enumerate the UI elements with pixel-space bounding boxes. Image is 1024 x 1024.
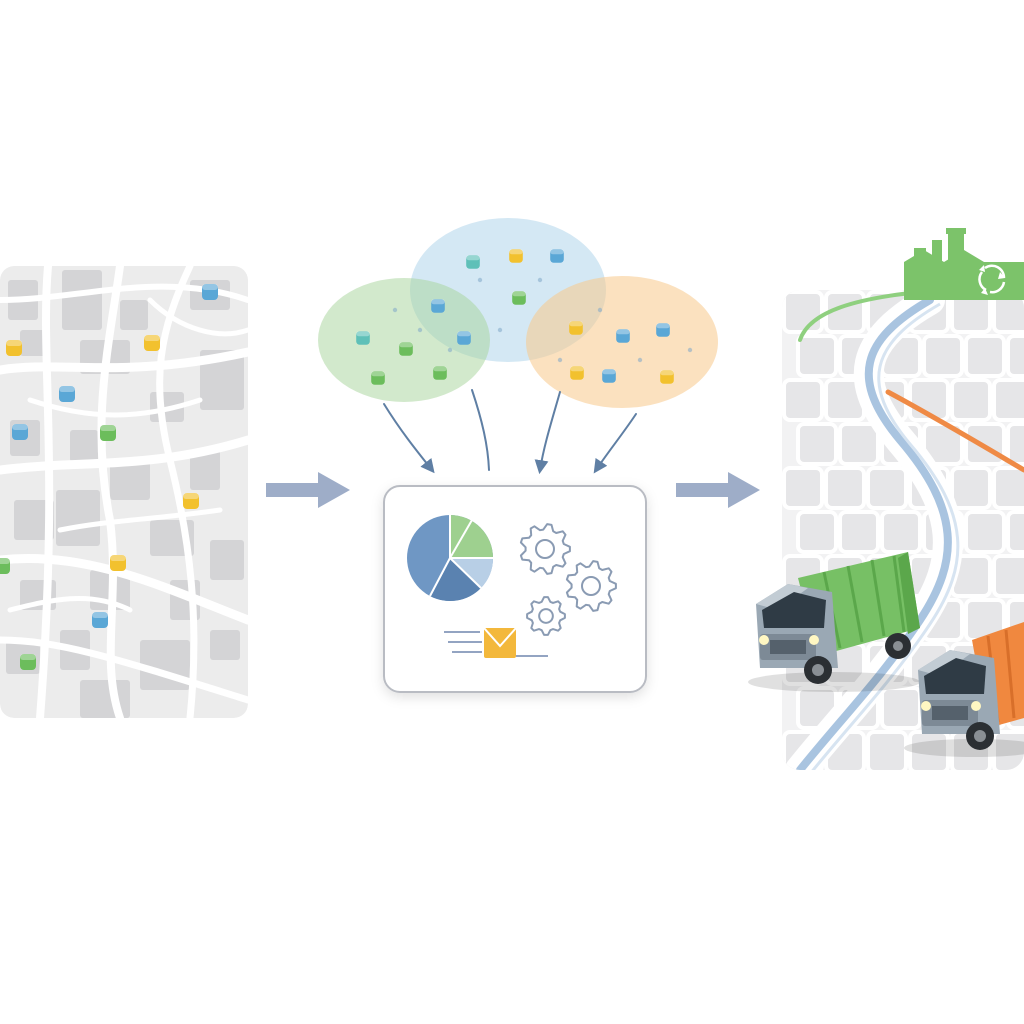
route-map <box>782 290 1024 770</box>
waste-bin-icon <box>570 366 584 380</box>
pie-chart-icon <box>407 515 494 602</box>
waste-bin-icon <box>356 331 370 345</box>
waste-bin-icon <box>12 424 28 440</box>
waste-bin-icon <box>100 425 116 441</box>
recycling-facility-icon <box>904 228 1024 300</box>
waste-bin-icon <box>550 249 564 263</box>
envelope-icon <box>483 627 517 658</box>
waste-bin-markers <box>0 284 218 670</box>
cluster-green <box>318 278 490 402</box>
waste-bin-icon <box>110 555 126 571</box>
waste-bin-icon <box>371 371 385 385</box>
waste-bin-icon <box>660 370 674 384</box>
waste-bin-icon <box>0 558 10 574</box>
connector-arrows <box>383 389 637 475</box>
gear-icon <box>519 523 617 636</box>
waste-bin-icon <box>399 342 413 356</box>
waste-bin-icon <box>183 493 199 509</box>
message-line <box>444 631 548 657</box>
waste-bin-icon <box>144 335 160 351</box>
garbage-truck-icon-2 <box>904 622 1024 757</box>
cluster-bubble-icon <box>318 218 718 408</box>
flow-arrow-icon <box>266 472 350 508</box>
waste-bin-icon <box>509 249 523 263</box>
waste-bin-icon <box>433 366 447 380</box>
waste-bin-icon <box>466 255 480 269</box>
waste-bin-icon <box>656 323 670 337</box>
city-map-icon <box>0 266 248 718</box>
waste-bin-icon <box>20 654 36 670</box>
waste-bin-icon <box>431 299 445 313</box>
waste-bin-icon <box>59 386 75 402</box>
flow-arrow-icon-2 <box>676 472 760 508</box>
waste-bin-icon <box>569 321 583 335</box>
waste-bin-icon <box>202 284 218 300</box>
waste-bin-icon <box>512 291 526 305</box>
waste-bin-icon <box>92 612 108 628</box>
recycle-symbol-icon <box>978 264 1006 295</box>
waste-bin-icon <box>457 331 471 345</box>
route-orange <box>885 389 1024 473</box>
waste-bin-icon <box>616 329 630 343</box>
cluster-bins <box>356 249 693 385</box>
route-green <box>798 290 922 342</box>
analysis-panel <box>383 485 647 693</box>
waste-bin-icon <box>602 369 616 383</box>
garbage-truck-icon <box>748 552 920 692</box>
waste-bin-icon <box>6 340 22 356</box>
